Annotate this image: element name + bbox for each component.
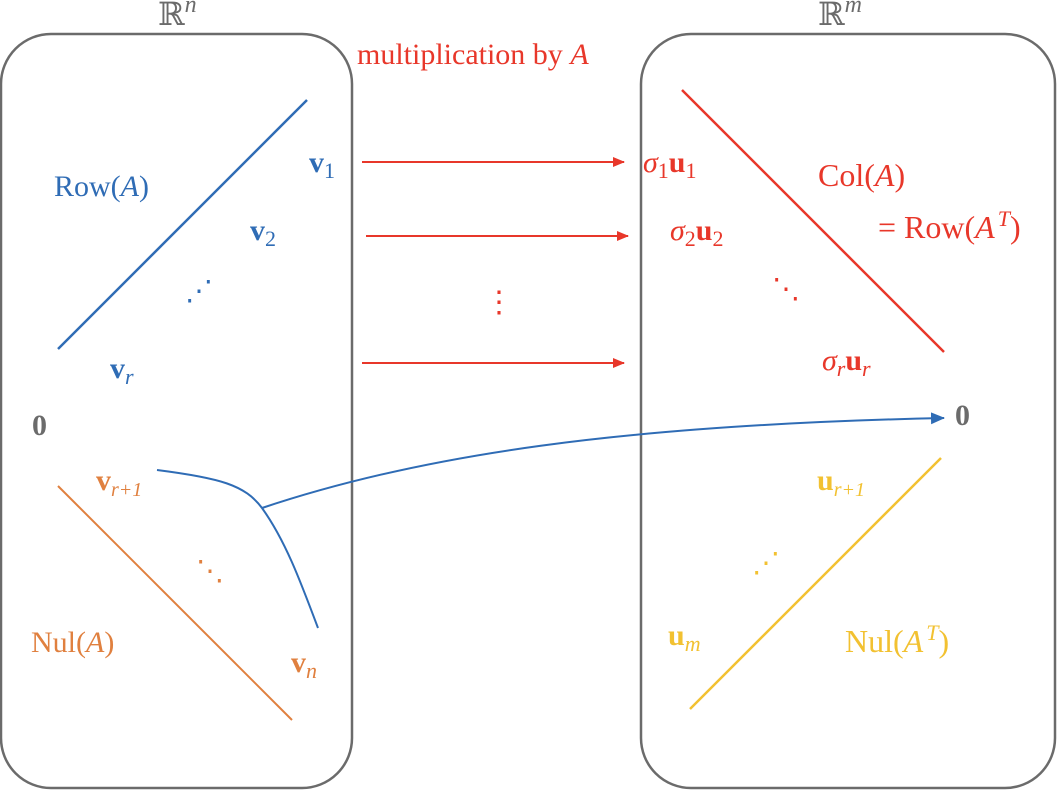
- null-space-dots: ⋱: [196, 556, 224, 587]
- vector-vr1: vr+1: [96, 464, 142, 501]
- col-space-line: [681, 89, 945, 353]
- col-space-label: Col(A): [818, 157, 905, 193]
- image-s2u2: σ2u2: [670, 214, 723, 251]
- domain-zero: 0: [32, 409, 47, 442]
- codomain-title: ℝm: [818, 0, 862, 32]
- null-space-label: Nul(A): [31, 626, 114, 659]
- row-space-line: [57, 99, 308, 350]
- domain-title: ℝn: [158, 0, 197, 32]
- left-null-space-line: [689, 457, 942, 710]
- vector-v1: v1: [309, 146, 335, 183]
- row-space-dots: ⋰: [185, 276, 213, 307]
- null-map-bracket: [156, 469, 319, 629]
- vector-v2: v2: [250, 214, 276, 251]
- col-space-dots: ⋱: [772, 274, 800, 305]
- left-null-space-dots: ⋰: [752, 548, 780, 579]
- vector-ur1: ur+1: [817, 464, 865, 501]
- row-space-label: Row(A): [54, 170, 149, 203]
- codomain-box: [639, 32, 1057, 790]
- vector-vn: vn: [291, 646, 317, 683]
- vector-um: um: [668, 619, 701, 656]
- image-s1u1: σ1u1: [643, 146, 696, 183]
- codomain-zero: 0: [955, 399, 970, 432]
- map-arrows-dots: ⋮: [484, 286, 514, 319]
- domain-box: [0, 32, 354, 790]
- null-space-line: [57, 485, 293, 721]
- mapping-label: multiplication by A: [357, 38, 589, 71]
- null-map-arrow: [261, 412, 945, 509]
- image-srur: σrur: [822, 344, 871, 381]
- vector-vr: vr: [110, 352, 134, 389]
